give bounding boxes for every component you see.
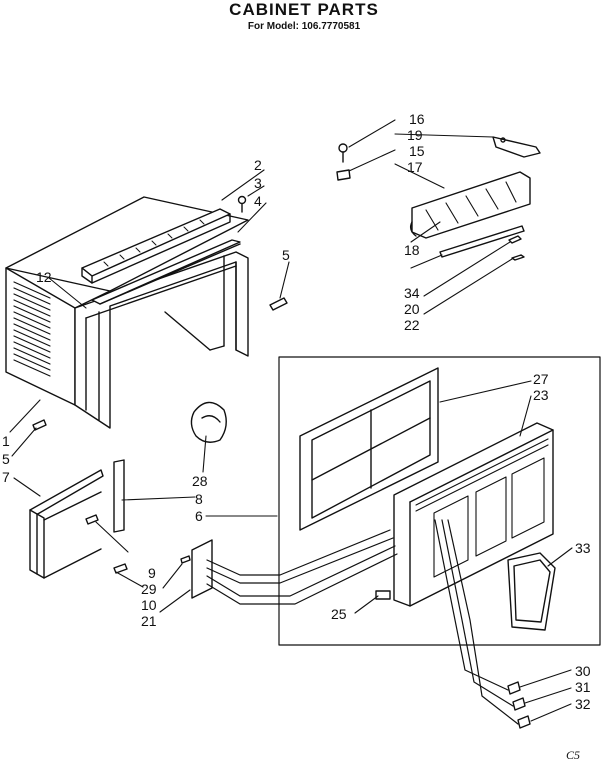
callout-7: 7 [2,469,10,485]
callout-23: 23 [533,387,549,403]
model-subtitle: For Model: 106.7770581 [247,21,361,32]
callout-10: 10 [141,597,157,613]
callout-18: 18 [404,242,420,258]
callout-3: 3 [254,175,262,191]
callout-20: 20 [404,301,420,317]
callout-28: 28 [192,473,208,489]
page-title: CABINET PARTS [229,0,379,19]
callout-2: 2 [254,157,262,173]
callout-12: 12 [36,269,52,285]
callout-4: 4 [254,193,262,209]
callout-19: 19 [407,127,423,143]
callout-6: 6 [195,508,203,524]
callout-34: 34 [404,285,420,301]
callout-30: 30 [575,663,591,679]
callout-25: 25 [331,606,347,622]
callout-8: 8 [195,491,203,507]
callout-15: 15 [409,143,425,159]
callout-17: 17 [407,159,423,175]
callout-29: 29 [141,581,157,597]
callout-22: 22 [404,317,420,333]
page-code: C5 [566,748,581,762]
top-trim-parts [33,197,287,431]
callout-5-lower: 5 [2,451,10,467]
callout-5-upper: 5 [282,247,290,263]
grille-panels [416,439,548,577]
callout-1: 1 [2,433,10,449]
control-knobs [508,682,530,728]
cabinet-louvres [14,282,50,376]
cabinet-shell [6,197,248,428]
callout-16: 16 [409,111,425,127]
louvre-vanes [426,182,516,230]
front-assembly-box [279,357,600,645]
callout-33: 33 [575,540,591,556]
callout-9: 9 [148,565,156,581]
callout-21: 21 [141,613,157,629]
callout-31: 31 [575,679,591,695]
wiring-leads [207,520,518,724]
trim-texture [104,220,204,266]
callout-32: 32 [575,696,591,712]
leader-lines [10,120,572,721]
callout-27: 27 [533,371,549,387]
louvre-assembly [337,137,540,260]
